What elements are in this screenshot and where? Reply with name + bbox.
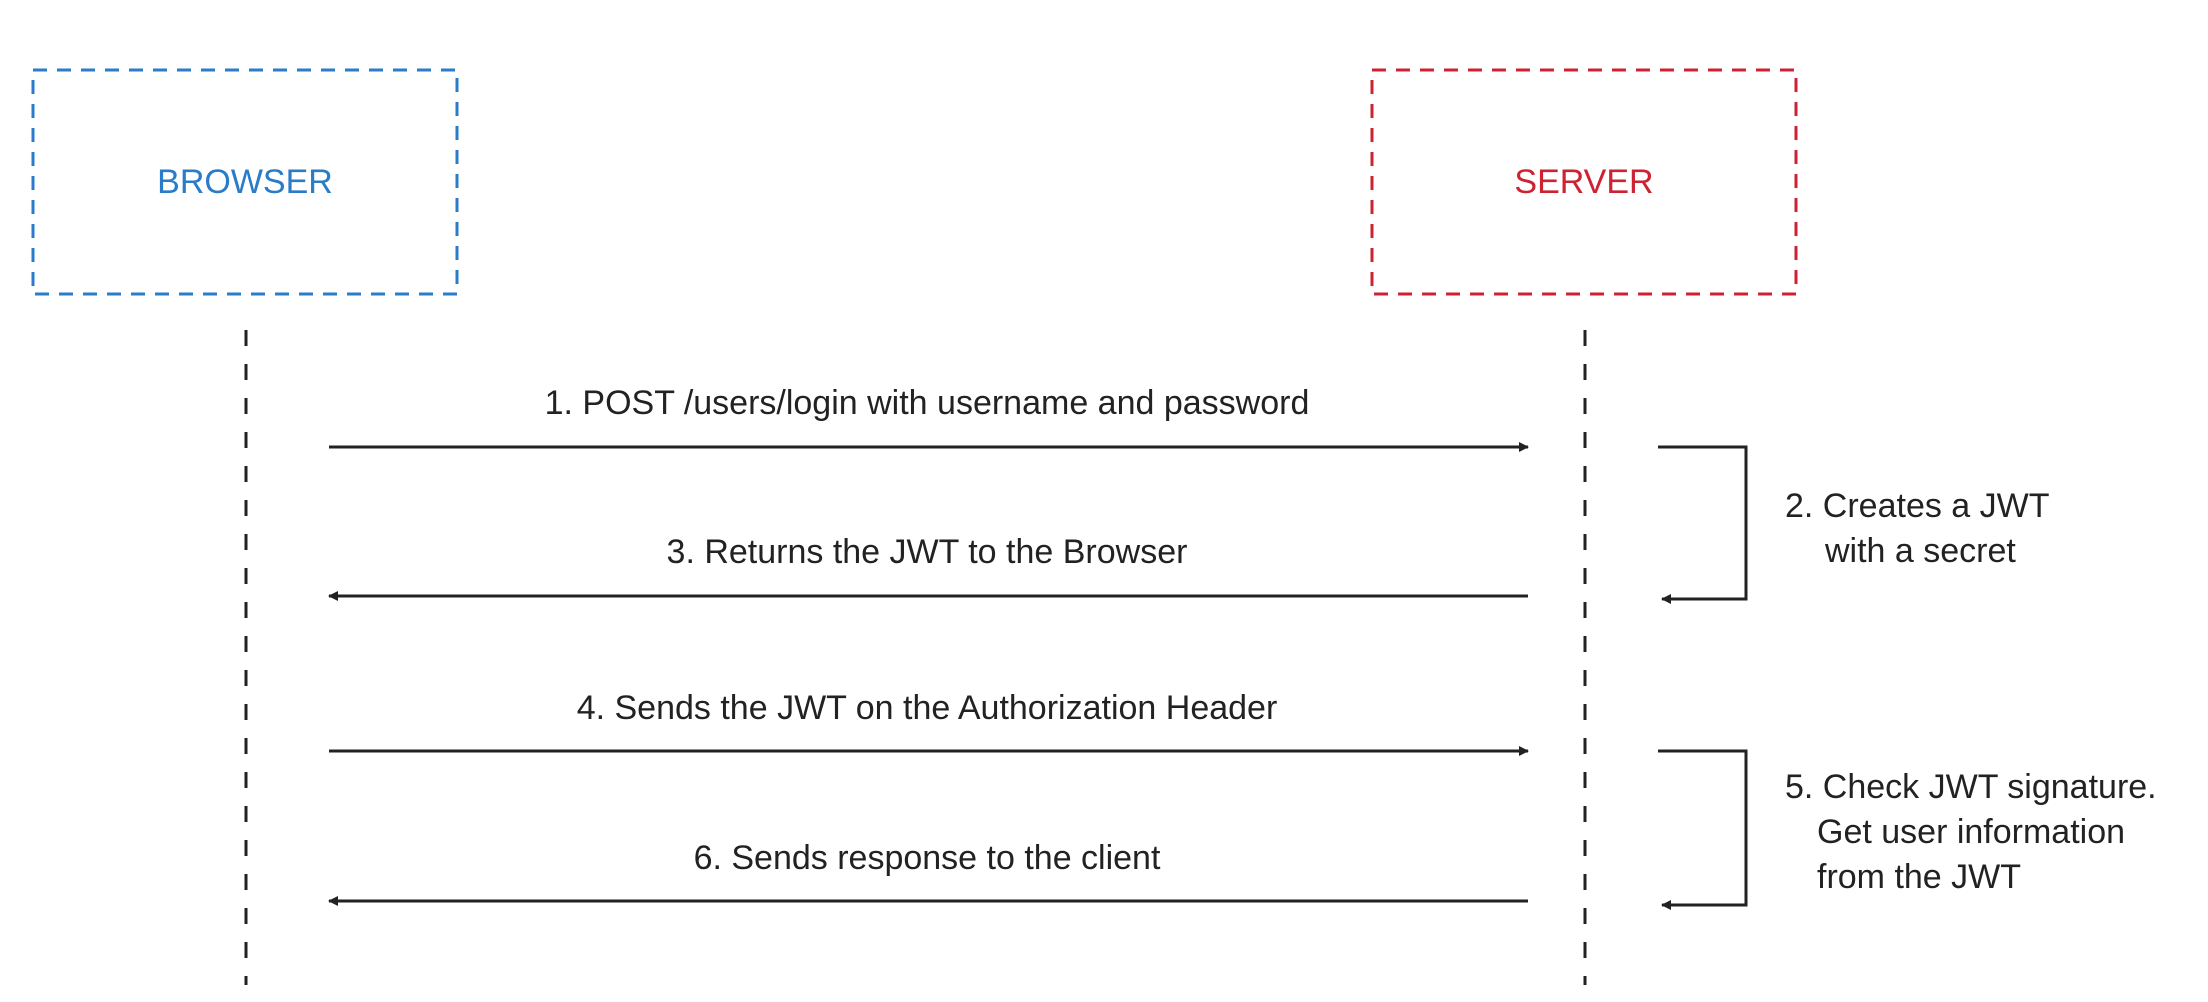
browser-actor: BROWSER bbox=[31, 68, 459, 296]
server-actor: SERVER bbox=[1370, 68, 1798, 296]
browser-actor-label: BROWSER bbox=[157, 163, 333, 201]
self-loop-5-note-line-2: Get user information bbox=[1817, 813, 2125, 851]
message-1-label: 1. POST /users/login with username and p… bbox=[545, 384, 1310, 422]
message-1: 1. POST /users/login with username and p… bbox=[329, 384, 1529, 452]
self-loop-5: 5. Check JWT signature. Get user informa… bbox=[1658, 749, 2166, 910]
self-loop-5-arrow bbox=[1658, 749, 1748, 910]
message-3-label: 3. Returns the JWT to the Browser bbox=[667, 533, 1188, 571]
self-loop-2: 2. Creates a JWT with a secret bbox=[1658, 445, 2058, 604]
message-4: 4. Sends the JWT on the Authorization He… bbox=[329, 689, 1529, 756]
message-3: 3. Returns the JWT to the Browser bbox=[328, 533, 1528, 601]
self-loop-5-note: 5. Check JWT signature. Get user informa… bbox=[1785, 768, 2166, 896]
message-6: 6. Sends response to the client bbox=[328, 839, 1528, 906]
self-loop-5-note-line-3: from the JWT bbox=[1817, 858, 2021, 896]
self-loop-2-note: 2. Creates a JWT with a secret bbox=[1785, 487, 2058, 570]
self-loop-2-note-line-1: 2. Creates a JWT bbox=[1785, 487, 2049, 525]
self-loop-2-note-line-2: with a secret bbox=[1824, 532, 2016, 570]
server-actor-label: SERVER bbox=[1514, 163, 1653, 201]
browser-actor-box bbox=[31, 68, 459, 296]
server-actor-box bbox=[1370, 68, 1798, 296]
self-loop-2-arrow bbox=[1658, 445, 1748, 604]
message-6-label: 6. Sends response to the client bbox=[694, 839, 1161, 877]
message-4-label: 4. Sends the JWT on the Authorization He… bbox=[577, 689, 1278, 727]
self-loop-5-note-line-1: 5. Check JWT signature. bbox=[1785, 768, 2157, 806]
